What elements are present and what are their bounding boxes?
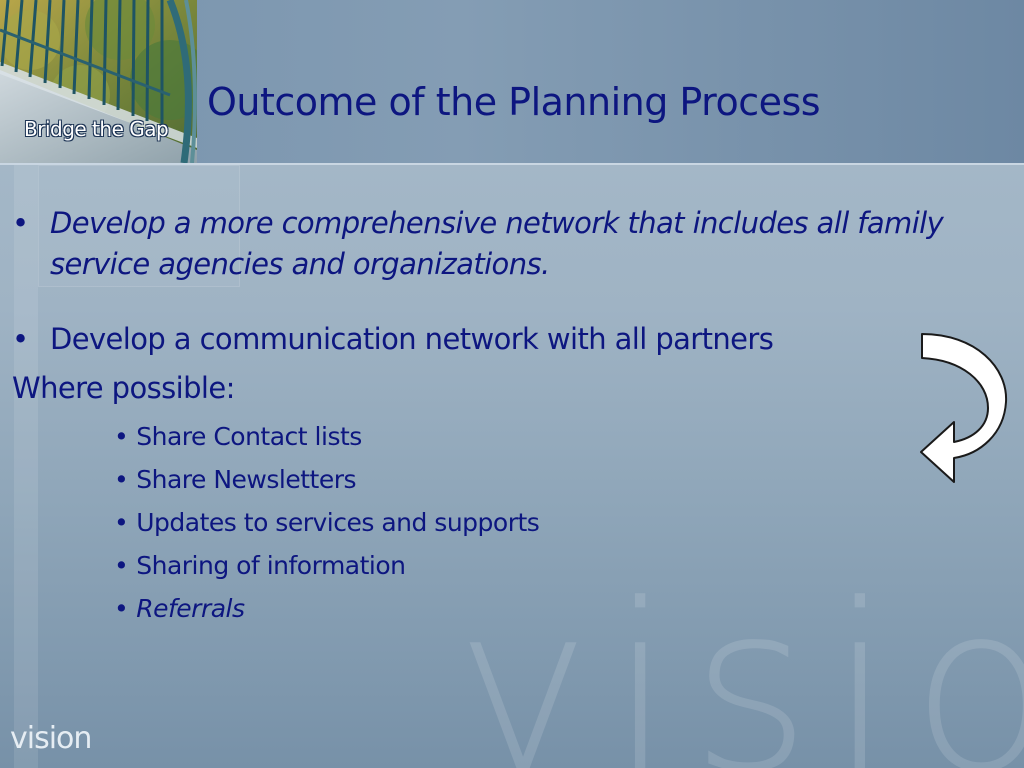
sub-bullet-item: •Updates to services and supports — [114, 504, 540, 547]
sub-bullet-text: Share Contact lists — [136, 422, 362, 451]
header-divider — [0, 163, 1024, 165]
brand-label: Bridge the Gap — [24, 117, 169, 141]
sub-bullet-text: Referrals — [136, 594, 245, 623]
sub-bullet-item: •Share Contact lists — [114, 418, 539, 461]
where-possible-label: Where possible: — [12, 371, 235, 405]
sub-bullet-item: •Referrals — [114, 590, 539, 633]
bullet-dot: • — [114, 551, 129, 580]
bullet-dot: • — [114, 508, 129, 537]
sub-bullet-text: Updates to services and supports — [136, 508, 540, 537]
curved-arrow-icon — [920, 333, 1008, 483]
bullet-dot: • — [12, 206, 29, 240]
footer-logo: vision — [10, 721, 92, 756]
bridge-photo — [0, 0, 197, 163]
sub-bullet-item: •Sharing of information — [114, 547, 539, 590]
bullet-text: Develop a more comprehensive network tha… — [50, 206, 944, 282]
vision-watermark: vision — [455, 556, 1024, 768]
bullet-dot: • — [114, 422, 129, 451]
bullet-dot: • — [114, 465, 129, 494]
bullet-item: • Develop a communication network with a… — [12, 319, 774, 360]
sub-bullet-text: Share Newsletters — [136, 465, 357, 494]
slide-title: Outcome of the Planning Process — [207, 80, 821, 124]
bullet-dot: • — [12, 322, 29, 356]
background-box — [38, 165, 240, 287]
sub-bullet-item: •Share Newsletters — [114, 461, 539, 504]
sub-bullet-list: •Share Contact lists •Share Newsletters … — [114, 418, 540, 633]
sub-bullet-text: Sharing of information — [136, 551, 406, 580]
bullet-item: • Develop a more comprehensive network t… — [12, 203, 957, 285]
bullet-text: Develop a communication network with all… — [50, 322, 774, 356]
bullet-dot: • — [114, 594, 129, 623]
background-stripe — [14, 165, 38, 768]
